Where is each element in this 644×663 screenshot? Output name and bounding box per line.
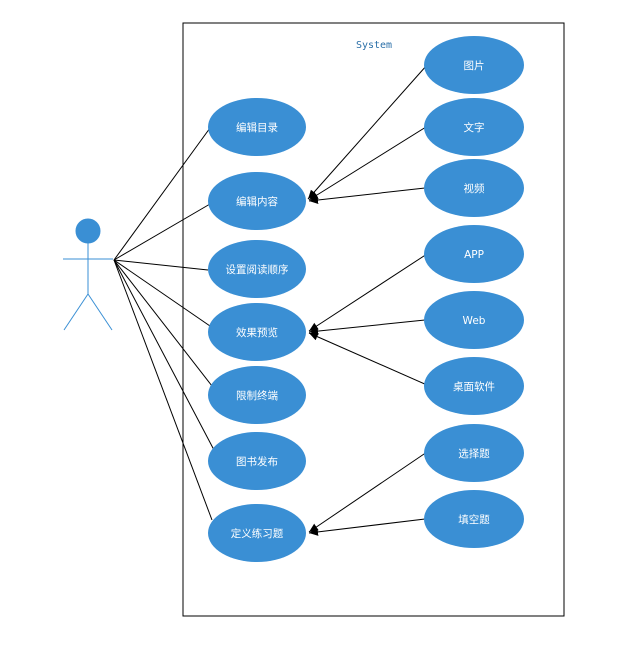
- arrow-app-to-preview: [308, 253, 428, 332]
- actor-left-leg: [63, 293, 89, 331]
- association-define-exercise: [113, 259, 213, 521]
- usecase-label: 桌面软件: [453, 380, 495, 393]
- usecase-label: 视频: [464, 182, 485, 195]
- usecase-desktop-software[interactable]: 桌面软件: [424, 357, 524, 415]
- usecase-label: 效果预览: [236, 326, 278, 339]
- system-title: System: [356, 40, 392, 51]
- usecase-multiple-choice[interactable]: 选择题: [424, 424, 524, 482]
- usecase-edit-catalog[interactable]: 编辑目录: [208, 98, 306, 156]
- system-boundary: [182, 22, 565, 617]
- association-edit-content: [113, 203, 211, 261]
- usecase-label: 图书发布: [236, 455, 278, 468]
- usecase-edit-content[interactable]: 编辑内容: [208, 172, 306, 230]
- actor-right-leg: [87, 293, 113, 331]
- arrow-blank-to-define-exercise: [308, 518, 426, 536]
- usecase-web[interactable]: Web: [424, 291, 524, 349]
- association-publish-book: [113, 259, 215, 451]
- usecase-label: APP: [464, 249, 484, 261]
- arrow-text-to-edit-content: [308, 126, 427, 201]
- actor-associations: [113, 127, 215, 521]
- arrow-web-to-preview: [308, 319, 426, 336]
- usecase-video[interactable]: 视频: [424, 159, 524, 217]
- usecase-set-reading-order[interactable]: 设置阅读顺序: [208, 240, 306, 298]
- usecase-fill-blank[interactable]: 填空题: [424, 490, 524, 548]
- usecase-publish-book[interactable]: 图书发布: [208, 432, 306, 490]
- arrow-choice-to-define-exercise: [308, 451, 428, 533]
- usecase-text[interactable]: 文字: [424, 98, 524, 156]
- usecase-label: 限制终端: [236, 389, 278, 402]
- actor-figure[interactable]: [63, 218, 113, 331]
- actor-head: [75, 218, 101, 244]
- arrow-image-to-edit-content: [307, 64, 428, 200]
- usecase-label: 填空题: [458, 513, 490, 526]
- usecase-define-exercise[interactable]: 定义练习题: [208, 504, 306, 562]
- usecase-app[interactable]: APP: [424, 225, 524, 283]
- usecase-label: 设置阅读顺序: [226, 263, 289, 276]
- usecase-restrict-terminal[interactable]: 限制终端: [208, 366, 306, 424]
- association-set-reading-order: [113, 259, 209, 271]
- usecase-label: 定义练习题: [231, 527, 284, 540]
- usecase-preview[interactable]: 效果预览: [208, 303, 306, 361]
- association-preview: [113, 259, 211, 327]
- association-edit-catalog: [113, 127, 211, 261]
- generalization-arrows: [307, 64, 428, 536]
- usecase-label: 文字: [464, 121, 485, 134]
- usecase-label: Web: [463, 315, 486, 327]
- usecase-label: 图片: [464, 59, 485, 72]
- usecase-label: 编辑目录: [236, 121, 278, 134]
- arrow-desktop-to-preview: [308, 332, 428, 386]
- usecase-label: 选择题: [458, 447, 490, 460]
- association-restrict-terminal: [113, 259, 213, 387]
- usecase-image[interactable]: 图片: [424, 36, 524, 94]
- arrow-video-to-edit-content: [308, 187, 426, 204]
- usecase-label: 编辑内容: [236, 195, 278, 208]
